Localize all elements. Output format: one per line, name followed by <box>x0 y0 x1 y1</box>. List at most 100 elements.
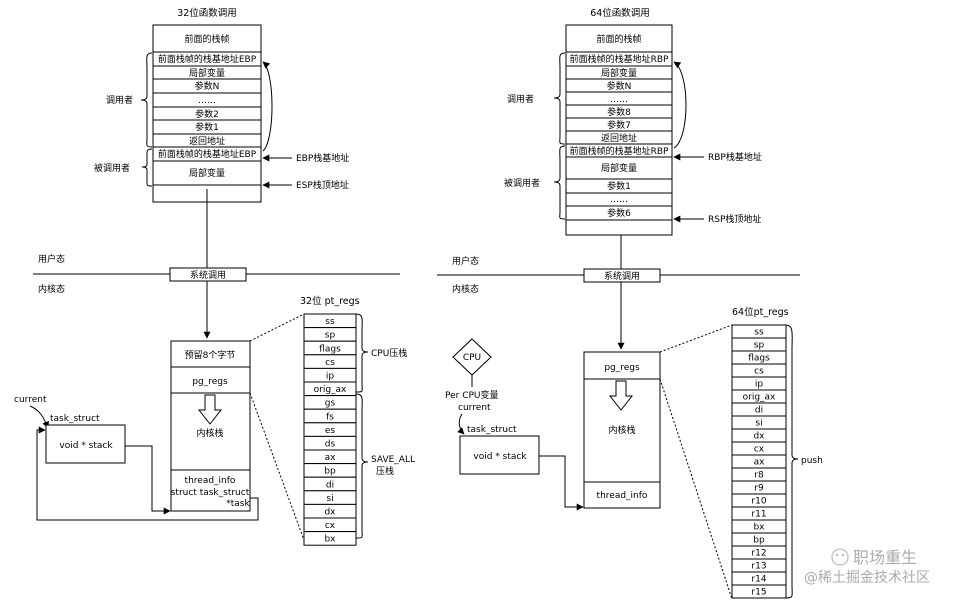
left-stack-cell: 参数N <box>195 80 220 92</box>
right-user-mode: 用户态 <box>452 255 479 267</box>
register-label: r10 <box>751 497 766 507</box>
right-ptregs-dash-bottom <box>659 378 733 600</box>
right-syscall-label: 系统调用 <box>604 270 640 282</box>
register-cell <box>731 584 787 599</box>
right-push-label: push <box>801 456 823 466</box>
register-label: orig_ax <box>314 385 347 395</box>
register-label: ss <box>325 317 335 327</box>
left-title: 32位函数调用 <box>177 7 237 19</box>
right-stack-cell: 返回地址 <box>601 132 637 144</box>
right-stack-cell: 前面的栈帧 <box>596 33 641 45</box>
right-ptregs-table: ssspflagscsiporig_axdisidxcxaxr8r9r10r11… <box>731 324 787 599</box>
right-kstack-down-arrow <box>608 380 634 411</box>
left-cpu-push-brace <box>355 313 369 393</box>
left-task-struct-label: task_struct <box>50 414 100 424</box>
left-thread-info: *task <box>226 499 250 509</box>
register-label: r12 <box>751 549 766 559</box>
left-stack-pointer <box>125 445 171 515</box>
left-stack-cell: …… <box>198 96 216 106</box>
register-label: ip <box>755 380 764 390</box>
register-label: si <box>755 419 762 429</box>
register-label: r15 <box>751 588 766 598</box>
right-stack-cell: 前面栈帧的栈基地址RBP <box>570 53 669 65</box>
right-rsp-label: RSP栈顶地址 <box>708 213 761 225</box>
left-kstack-down-arrow <box>197 394 223 425</box>
left-ebp-link <box>262 61 273 152</box>
right-rbp-label: RBP栈基地址 <box>708 151 762 163</box>
register-label: cs <box>754 367 764 377</box>
watermark-line: @稀土掘金技术社区 <box>804 570 930 586</box>
left-thread-info: thread_info <box>185 476 236 486</box>
right-current-label: current <box>458 403 491 413</box>
left-ptregs-title: 32位 pt_regs <box>300 295 360 307</box>
left-current-label: current <box>14 395 47 405</box>
register-label: cs <box>325 358 335 368</box>
right-title: 64位函数调用 <box>590 7 650 19</box>
right-kstack-label: 内核栈 <box>608 424 635 436</box>
register-label: r14 <box>751 575 766 585</box>
right-stack-cell: 参数8 <box>607 106 631 118</box>
register-label: flags <box>319 344 341 354</box>
register-label: orig_ax <box>743 393 776 403</box>
left-stack-cell: 参数2 <box>195 108 219 120</box>
watermark: 职场重生 @稀土掘金技术社区 <box>804 548 930 586</box>
left-ptregs-dash-top <box>249 313 305 342</box>
right-caller-brace <box>553 52 566 145</box>
register-label: bx <box>753 523 765 533</box>
left-kernel-stack <box>170 340 251 512</box>
right-stack-cell: 参数1 <box>607 180 631 192</box>
right-thread-info: thread_info <box>597 491 648 501</box>
left-stack-cell: 前面的栈帧 <box>184 33 229 45</box>
register-label: r8 <box>754 471 764 481</box>
left-callee-brace <box>141 148 153 187</box>
wechat-icon <box>831 548 849 566</box>
right-kernel-mode: 内核态 <box>452 283 479 295</box>
register-label: flags <box>748 354 770 364</box>
left-caller-label: 调用者 <box>106 95 133 106</box>
left-kstack-pgregs: pg_regs <box>192 377 228 387</box>
left-stack-cell: 前面栈帧的栈基地址EBP <box>158 148 257 160</box>
register-label: ip <box>326 372 335 382</box>
left-cpu-push-label: CPU压栈 <box>371 347 407 359</box>
left-thread-info: struct task_struct <box>171 488 250 498</box>
right-task-struct-box <box>459 435 540 475</box>
left-caller-brace <box>140 52 153 148</box>
right-stack-cell: 局部变量 <box>601 162 637 174</box>
right-stack-cell: 局部变量 <box>601 67 637 79</box>
register-label: r9 <box>754 484 764 494</box>
right-stack-cell: 参数6 <box>607 207 631 219</box>
left-current-arrow <box>29 405 49 429</box>
left-syscall-box <box>169 267 247 282</box>
left-kstack-label: 内核栈 <box>196 427 223 439</box>
right-push-brace <box>785 324 799 599</box>
left-ptregs-table: ssspflagscsiporig_axgsfsesdsaxbpdisidxcx… <box>303 313 357 546</box>
left-save-all-label: 压栈 <box>376 465 394 477</box>
left-stack-frame <box>152 24 262 203</box>
right-callee-brace <box>553 145 566 220</box>
register-label: cx <box>754 445 765 455</box>
right-kstack-pgregs: pg_regs <box>604 363 640 373</box>
register-label: ds <box>325 440 336 450</box>
register-label: fs <box>326 412 334 422</box>
register-label: si <box>326 494 333 504</box>
left-task-pointer <box>36 426 259 521</box>
left-stack-cell: 返回地址 <box>189 135 225 147</box>
left-kstack-reserve: 预留8个字节 <box>185 349 236 361</box>
left-stack-cell: 局部变量 <box>189 167 225 179</box>
left-syscall-label: 系统调用 <box>190 269 226 281</box>
right-ptregs-dash-top <box>659 324 733 353</box>
right-ptregs-title: 64位pt_regs <box>732 306 789 318</box>
left-user-mode: 用户态 <box>38 253 65 265</box>
register-label: dx <box>324 508 336 518</box>
register-label: bp <box>753 536 765 546</box>
left-void-stack: void * stack <box>59 441 113 451</box>
register-label: ax <box>325 453 337 463</box>
register-label: sp <box>754 341 765 351</box>
register-label: cx <box>325 521 336 531</box>
watermark-line: 职场重生 <box>853 548 917 567</box>
left-stack-cell: 局部变量 <box>189 67 225 79</box>
register-label: bx <box>324 535 336 545</box>
register-label: r13 <box>751 562 766 572</box>
right-current-arrow <box>457 413 465 435</box>
right-void-stack: void * stack <box>473 452 527 462</box>
